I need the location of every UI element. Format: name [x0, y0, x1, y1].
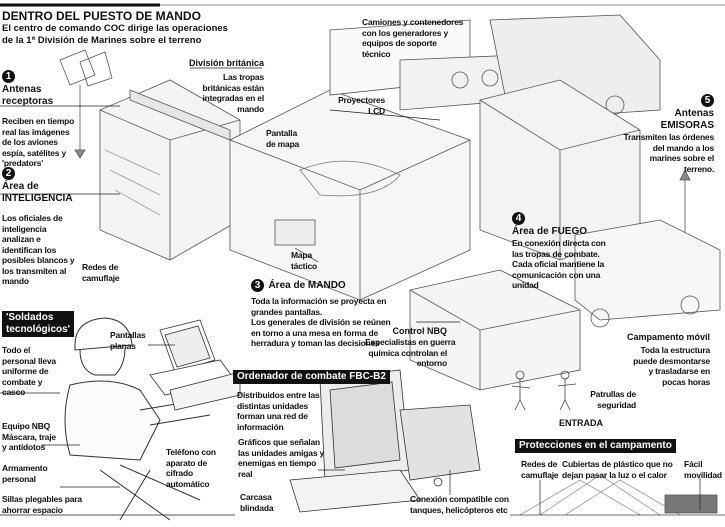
support-trucks — [329, 14, 661, 121]
protecciones-title: Protecciones en el campamento — [515, 439, 676, 453]
mobile-truck — [574, 219, 721, 328]
protections-diagram — [510, 474, 725, 516]
laptop — [149, 319, 241, 411]
intelligence-tent — [99, 79, 241, 261]
receiving-antennas — [59, 49, 113, 159]
guards — [511, 370, 577, 411]
section-title: Área de MANDO — [268, 280, 346, 291]
subtitle-line-1: El centro de comando COC dirige las oper… — [2, 23, 228, 34]
section-title: Área de FUEGO — [512, 226, 588, 237]
number-badge: 4 — [512, 212, 525, 225]
ordenador-title: Ordenador de combate FBC-B2 — [233, 370, 390, 384]
tech-soldier — [64, 317, 211, 521]
nbq-tent — [409, 269, 581, 391]
number-badge: 2 — [2, 167, 15, 180]
label-entrada: ENTRADA — [559, 418, 603, 428]
command-tent — [229, 89, 471, 301]
number-badge: 5 — [701, 94, 714, 107]
section-mando: 3 Área de MANDO Toda la información se p… — [251, 275, 421, 349]
page-title: DENTRO DEL PUESTO DE MANDO — [2, 9, 201, 23]
subtitle-line-2: de la 1ª División de Marines sobre el te… — [2, 35, 202, 46]
header: DENTRO DEL PUESTO DE MANDO El centro de … — [2, 9, 228, 47]
combat-computer — [289, 369, 481, 513]
number-badge: 1 — [2, 70, 15, 83]
number-badge: 3 — [251, 279, 264, 292]
